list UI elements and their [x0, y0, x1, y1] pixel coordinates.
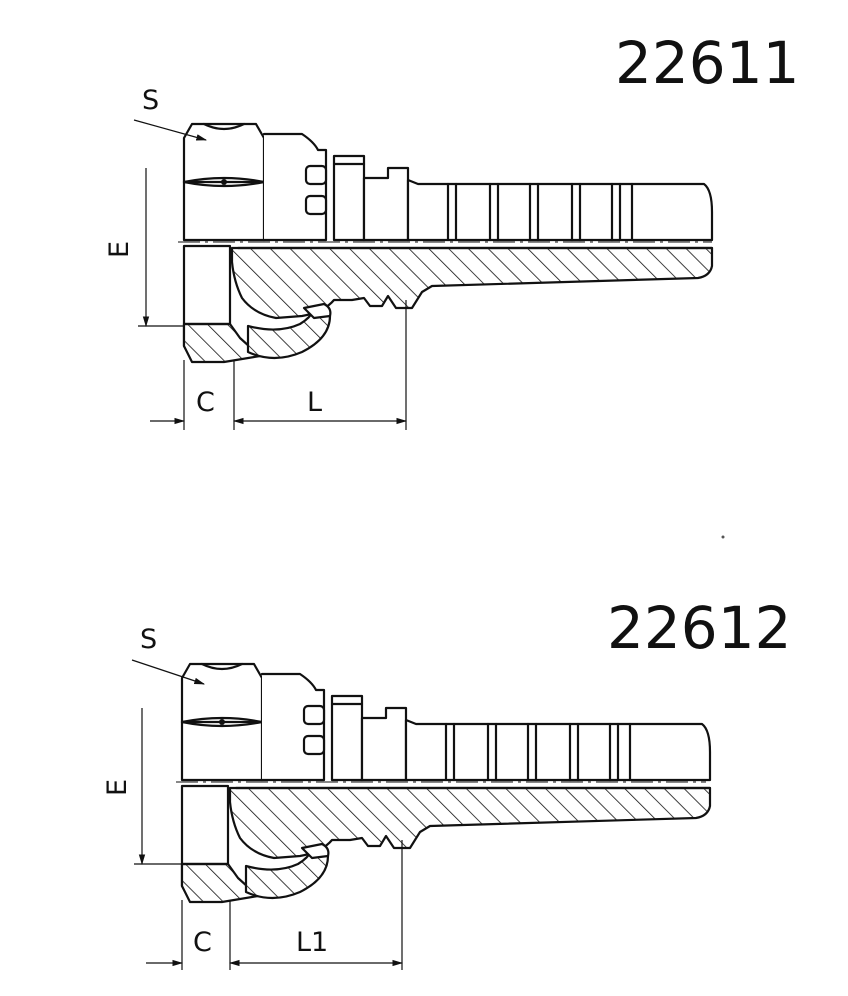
part-number: 22612: [607, 594, 792, 662]
figure-22612: 22612 S E C L1: [102, 594, 792, 970]
nut-length-label: C: [193, 927, 212, 958]
diameter-label: E: [102, 779, 133, 796]
wrench-size-label: S: [140, 624, 157, 655]
diameter-label: E: [104, 241, 135, 258]
figure-22611: 22611 S E C L: [104, 29, 800, 430]
part-number: 22611: [615, 29, 800, 97]
wrench-size-label: S: [142, 85, 159, 116]
nut-length-label: C: [196, 387, 215, 418]
length-label: L1: [296, 927, 328, 958]
length-label: L: [307, 387, 322, 418]
